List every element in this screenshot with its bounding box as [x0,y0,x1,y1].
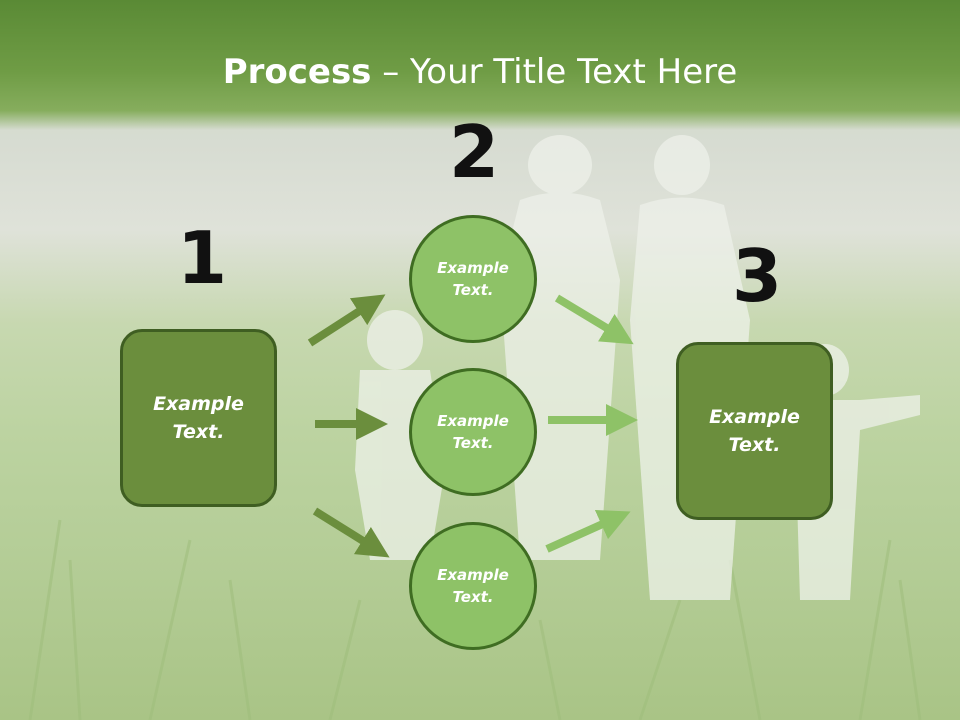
step-number-3: 3 [732,234,783,318]
title-rest: – Your Title Text Here [371,52,738,92]
arrow-1-to-top [307,294,386,347]
step-2-circle-bottom: Example Text. [409,522,537,650]
step-2-text-middle: Example Text. [437,411,509,453]
step-1-text: Example Text. [153,392,244,444]
step-2-circle-top: Example Text. [409,215,537,343]
step-number-2: 2 [449,110,500,194]
step-2-text-bottom: Example Text. [437,565,509,607]
step-number-1: 1 [177,216,228,300]
step-3-box: Example Text. [676,342,833,520]
arrow-top-to-3 [554,294,634,345]
step-1-box: Example Text. [120,329,277,507]
arrow-bottom-to-3 [545,509,631,553]
arrow-1-to-bottom [312,507,390,558]
header-band [0,0,960,130]
grass-texture [28,519,922,720]
step-2-text-top: Example Text. [437,258,509,300]
step-3-text: Example Text. [709,405,800,457]
slide-title: Process – Your Title Text Here [0,52,960,92]
step-2-circle-middle: Example Text. [409,368,537,496]
title-bold: Process [222,52,372,92]
